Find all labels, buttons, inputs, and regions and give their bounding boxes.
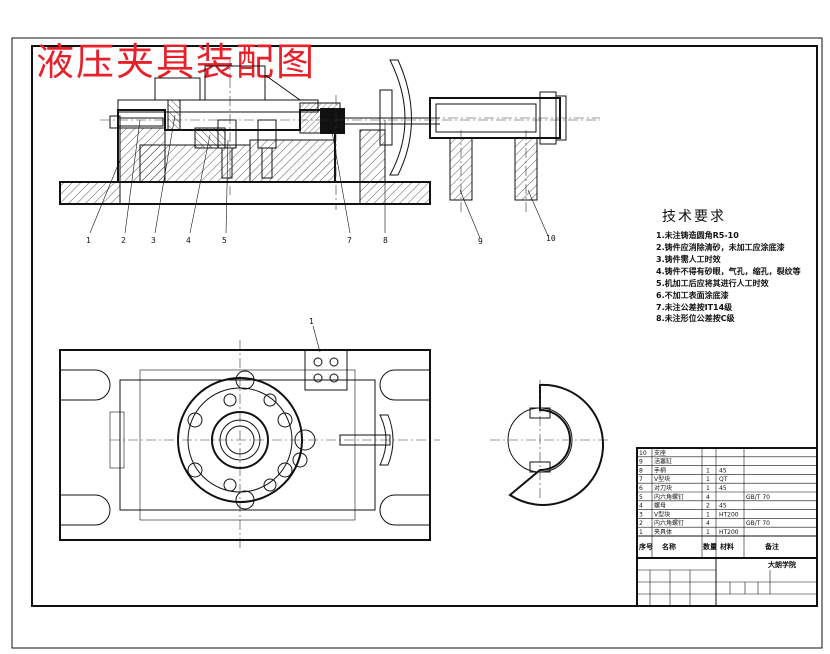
bom-row: 8 手柄 1 45 (639, 466, 727, 474)
bom-cell-seq: 4 (639, 503, 643, 510)
callout-3: 3 (151, 236, 156, 245)
bom-header-remark: 备注 (764, 542, 779, 551)
bom-cell-seq: 9 (639, 459, 643, 466)
bom-cell-material: QT (719, 476, 728, 483)
bom-cell-qty: 1 (706, 511, 710, 518)
callout-4: 4 (186, 236, 191, 245)
bom-cell-material: 45 (719, 503, 727, 510)
bom-cell-qty: 1 (706, 529, 710, 536)
bom-cell-remark: GB/T 70 (746, 520, 770, 527)
requirement-2: 2.铸件应消除清砂，未加工应涂底漆 (656, 242, 785, 252)
callout-1: 1 (86, 236, 91, 245)
bom-cell-name: 夹具体 (654, 528, 672, 536)
requirement-4: 4.铸件不得有砂眼，气孔，缩孔，裂纹等 (656, 266, 801, 276)
hydraulic-cylinder (429, 91, 600, 212)
bom-cell-name: 活塞缸 (654, 458, 672, 466)
bom-header-material: 材料 (719, 542, 734, 551)
bom-row: 1 夹具体 1 HT200 (639, 528, 739, 536)
requirement-7: 7.未注公差按IT14级 (656, 302, 733, 312)
school-name: 大朗学院 (768, 560, 796, 569)
drawing-title: 液压夹具装配图 (36, 40, 316, 84)
bom-cell-name: 螺母 (654, 502, 666, 510)
bom-row: 10 支座 (639, 449, 666, 457)
bom-cell-material: HT200 (719, 529, 739, 536)
technical-requirements: 技术要求 1.未注铸造圆角R5-10 2.铸件应消除清砂，未加工应涂底漆 3.铸… (656, 209, 801, 323)
bom-cell-name: V型块 (654, 510, 670, 518)
bom-cell-seq: 5 (639, 494, 643, 501)
front-section-view (59, 59, 600, 210)
bom-cell-remark: GB/T 70 (746, 494, 770, 501)
bom-cell-name: 手柄 (654, 466, 666, 474)
callout-10: 10 (546, 234, 556, 243)
bom-row: 6 对刀块 1 45 (639, 484, 727, 492)
callout-leaders (89, 114, 549, 239)
bom-row: 9 活塞缸 (639, 458, 672, 466)
bom-cell-qty: 1 (706, 467, 710, 474)
callout-2: 2 (121, 236, 126, 245)
bom-row: 2 内六角螺钉 4 GB/T 70 (639, 519, 770, 527)
bom-cell-name: 内六角螺钉 (654, 493, 684, 501)
callout-8: 8 (383, 236, 388, 245)
bom-cell-qty: 2 (706, 503, 710, 510)
bom-cell-seq: 1 (639, 529, 643, 536)
plan-view (59, 340, 440, 550)
bom-cell-qty: 4 (706, 520, 710, 527)
bom-cell-name: 支座 (654, 449, 666, 457)
bom-cell-name: V型块 (654, 475, 670, 483)
requirement-8: 8.未注形位公差按C级 (656, 313, 735, 323)
bom-cell-name: 对刀块 (654, 484, 672, 492)
cam-view (490, 380, 610, 506)
callout-labels: 1 2 3 4 5 7 8 9 10 (86, 234, 556, 246)
bom-cell-name: 内六角螺钉 (654, 519, 684, 527)
plan-callout-1: 1 (309, 317, 314, 326)
bom-cell-material: HT200 (719, 511, 739, 518)
bom-cell-seq: 3 (639, 511, 643, 518)
requirement-3: 3.铸件需人工时效 (656, 254, 721, 264)
bom-cell-qty: 1 (706, 476, 710, 483)
bom-cell-qty: 1 (706, 485, 710, 492)
bom-row: 3 V型块 1 HT200 (639, 510, 739, 518)
bom-cell-material: 45 (719, 485, 727, 492)
bom-cell-seq: 8 (639, 467, 643, 474)
sheet-border-inner (31, 45, 818, 607)
bom-header-qty: 数量 (703, 542, 717, 551)
bom-cell-seq: 10 (639, 450, 647, 457)
bom-row: 5 内六角螺钉 4 GB/T 70 (639, 493, 770, 501)
bom-row: 7 V型块 1 QT (639, 475, 728, 483)
technical-requirements-heading: 技术要求 (662, 209, 726, 225)
title-block: 大朗学院 (636, 557, 818, 607)
bom-cell-seq: 6 (639, 485, 643, 492)
callout-7: 7 (347, 236, 352, 245)
bom-cell-qty: 4 (706, 494, 710, 501)
bom-row: 4 螺母 2 45 (639, 502, 727, 510)
requirement-5: 5.机加工后应将其进行人工时效 (656, 278, 769, 288)
bom-cell-seq: 7 (639, 476, 643, 483)
bom-cell-material: 45 (719, 467, 727, 474)
callout-5: 5 (222, 236, 227, 245)
sheet-border-outer (11, 37, 823, 649)
requirement-1: 1.未注铸造圆角R5-10 (656, 230, 739, 240)
bom-header-seq: 序号 (638, 542, 653, 551)
bom-cell-seq: 2 (639, 520, 643, 527)
callout-9: 9 (478, 237, 483, 246)
requirement-6: 6.不加工表面涂底漆 (656, 290, 729, 300)
bom-header-name: 名称 (662, 542, 676, 551)
